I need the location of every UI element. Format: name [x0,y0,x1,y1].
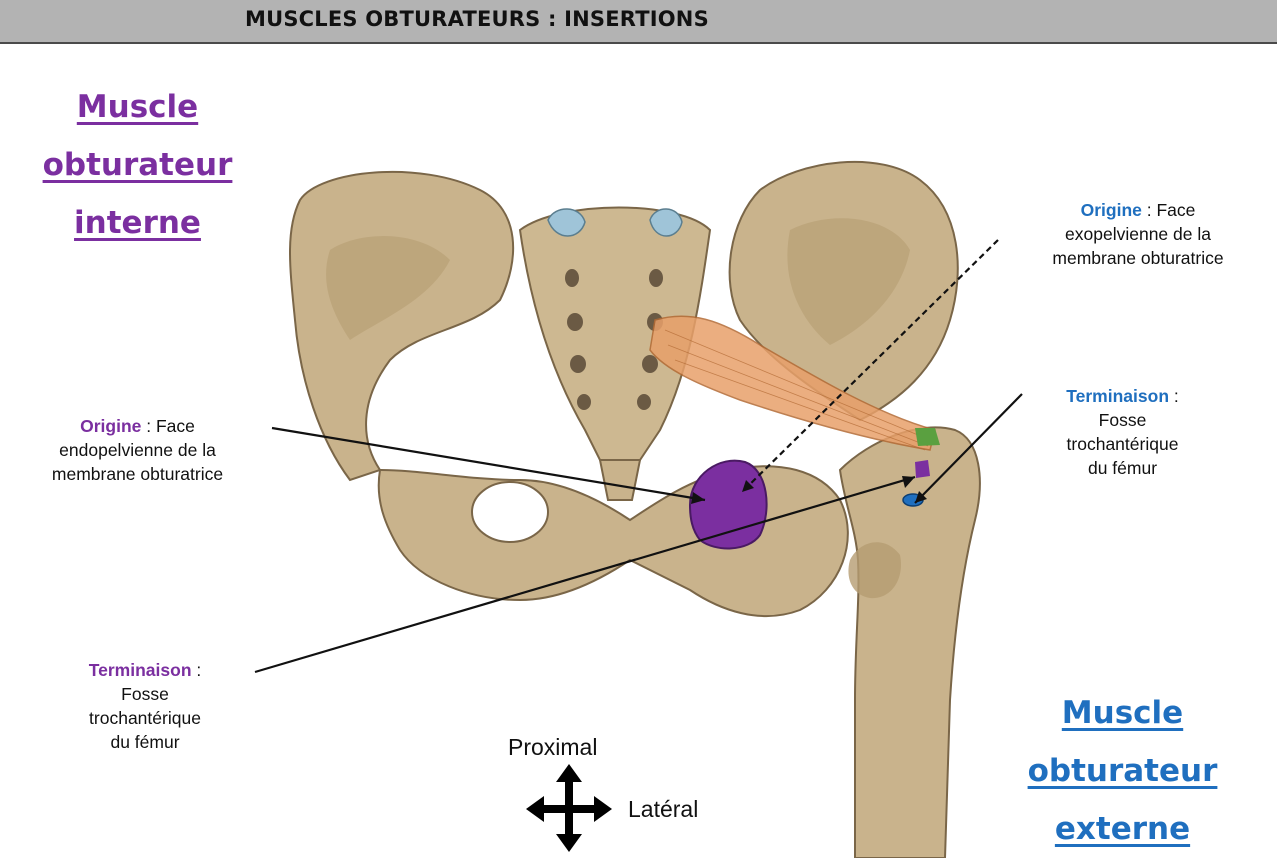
left-ilium [289,170,515,482]
callout-text: exopelvienne de la [1065,224,1211,244]
callout-text: endopelvienne de la [59,440,216,460]
callout-text: membrane obturatrice [1052,248,1224,268]
page-title: MUSCLES OBTURATEURS : INSERTIONS [245,7,709,31]
callout-text: trochantérique [1066,434,1179,454]
obturator-membrane [688,459,768,550]
title-obturator-internus: Muscle obturateur interne [30,78,245,252]
callout-externus-origin: Origine : Face exopelvienne de la membra… [1003,198,1273,270]
callout-text: trochantérique [89,708,201,728]
callout-text: du fémur [1087,458,1158,478]
label-proximal: Proximal [508,734,598,760]
callout-keyword: Origine [80,416,142,436]
callout-keyword: Origine [1080,200,1142,220]
callout-text: membrane obturatrice [51,464,224,484]
callout-text: du fémur [110,732,180,752]
label-lateral: Latéral [628,796,699,822]
callout-internus-insertion: Terminaison : Fosse trochantérique du fé… [30,658,260,754]
callout-keyword: Terminaison [88,660,192,680]
title-line: obturateur [1027,753,1218,789]
callout-text: : Face [141,416,195,436]
callout-text: : [1169,386,1179,406]
callout-text: : Face [1141,200,1196,220]
title-line: externe [1054,811,1191,847]
callout-keyword: Terminaison [1066,386,1170,406]
header-bar: MUSCLES OBTURATEURS : INSERTIONS [0,0,1277,44]
title-line: Muscle [76,89,199,125]
pointer-externus-insertion [914,393,1023,504]
internus-insertion [915,460,930,478]
title-obturator-externus: Muscle obturateur externe [1015,684,1230,858]
callout-text: : [191,660,202,680]
orientation-arrow [526,764,612,852]
callout-text: Fosse [121,684,169,704]
title-line: Muscle [1061,695,1184,731]
callout-internus-origin: Origine : Face endopelvienne de la membr… [5,414,270,486]
pointer-internus-insertion [254,475,916,674]
pointer-internus-origin [271,426,706,502]
callout-text: Fosse [1098,410,1147,430]
title-line: obturateur [42,147,233,183]
callout-externus-insertion: Terminaison : Fosse trochantérique du fé… [1010,384,1235,480]
title-line: interne [74,205,201,241]
